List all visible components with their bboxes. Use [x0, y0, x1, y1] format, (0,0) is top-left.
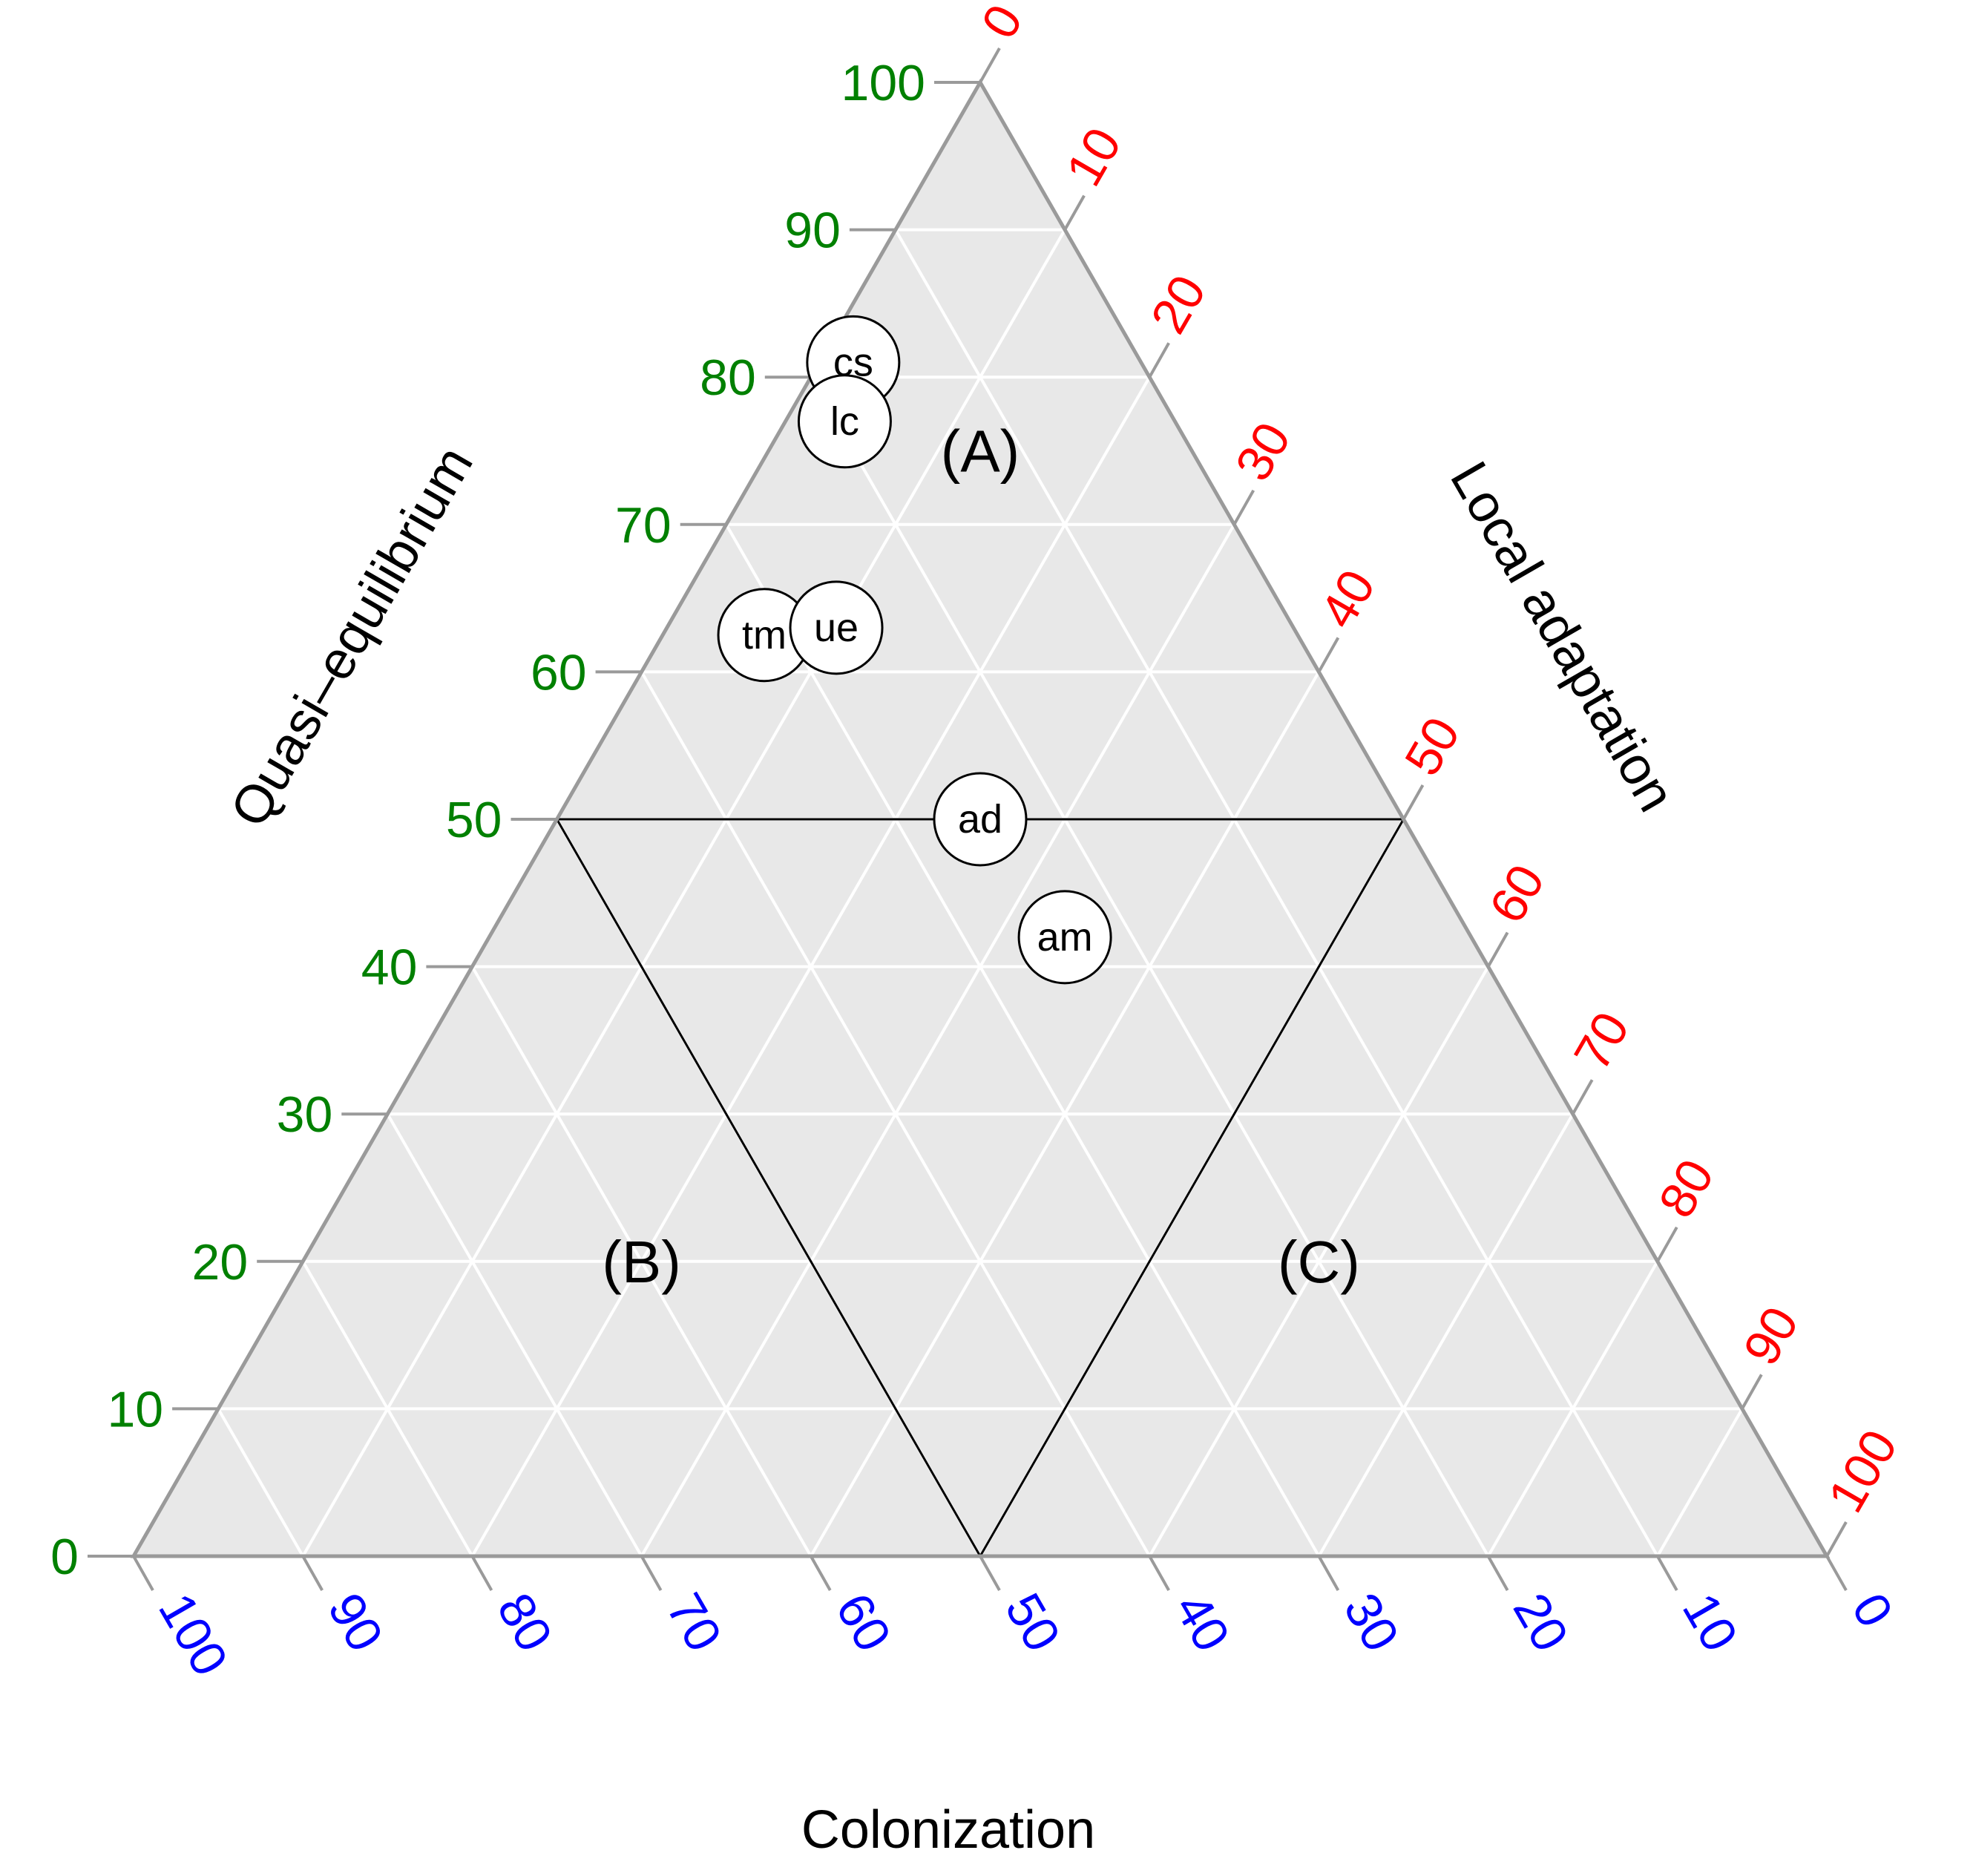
- region-label: (A): [941, 419, 1020, 485]
- bottom-axis-title: Colonization: [801, 1800, 1095, 1860]
- bottom-axis-tick: [1148, 1555, 1170, 1591]
- right-axis-tick: [1402, 784, 1425, 820]
- bottom-axis-tick: [979, 1555, 1001, 1591]
- bottom-axis-tick: [470, 1555, 493, 1591]
- bottom-axis-tick: [1317, 1555, 1340, 1591]
- left-axis-tick-label: 80: [700, 350, 756, 406]
- data-point-label: tm: [742, 613, 787, 657]
- left-axis-tick-label: 70: [615, 497, 672, 554]
- right-axis-tick-label: 80: [1648, 1150, 1725, 1227]
- data-point: lc: [797, 374, 892, 469]
- right-axis-tick-label: 10: [1055, 119, 1132, 196]
- left-axis-tick-label: 30: [277, 1086, 333, 1143]
- region-boundary-line: [979, 819, 1405, 1557]
- bottom-axis-tick-label: 30: [1333, 1584, 1410, 1662]
- grid-line: [1317, 1113, 1575, 1557]
- right-axis-tick: [1656, 1226, 1678, 1262]
- grid-line: [1148, 965, 1490, 1557]
- bottom-axis-tick-label: 0: [1841, 1584, 1904, 1637]
- bottom-axis-tick-label: 40: [1163, 1584, 1241, 1662]
- right-axis-tick-label: 100: [1817, 1420, 1908, 1521]
- right-axis-tick-label: 0: [971, 0, 1034, 47]
- grid-line: [894, 229, 1659, 1557]
- left-axis-tick-label: 10: [107, 1381, 163, 1437]
- bottom-axis-tick: [1486, 1555, 1509, 1591]
- bottom-axis-tick-label: 90: [317, 1584, 394, 1662]
- bottom-axis-tick: [640, 1555, 663, 1591]
- data-point: tm: [717, 588, 812, 683]
- bottom-axis-tick-label: 60: [825, 1584, 902, 1662]
- left-axis-tick-label: 90: [784, 203, 841, 259]
- grid-line: [470, 965, 812, 1557]
- right-axis-tick: [979, 47, 1001, 83]
- data-point: ad: [933, 772, 1028, 867]
- data-point-label: ue: [814, 606, 859, 650]
- bottom-axis-tick-label: 20: [1503, 1584, 1580, 1662]
- data-point-marker: [933, 772, 1028, 867]
- data-point-label: am: [1037, 915, 1093, 960]
- right-axis-tick: [1317, 637, 1340, 673]
- right-axis-tick-label: 50: [1394, 708, 1471, 785]
- left-axis-tick-label: 100: [841, 55, 925, 111]
- right-axis-tick: [1148, 342, 1170, 378]
- grid-line: [1486, 1260, 1659, 1557]
- right-axis-tick: [1063, 194, 1086, 231]
- bottom-axis-tick-label: 70: [656, 1584, 733, 1662]
- right-axis-tick-label: 30: [1224, 413, 1301, 491]
- left-axis-tick-label: 20: [192, 1234, 249, 1290]
- right-axis-tick: [1486, 931, 1509, 968]
- data-point-marker: [1017, 890, 1112, 985]
- region-label: (B): [602, 1229, 681, 1295]
- bottom-axis-tick: [810, 1555, 832, 1591]
- right-axis-tick-label: 70: [1563, 1003, 1641, 1080]
- bottom-axis-tick-label: 80: [486, 1584, 563, 1662]
- grid-line: [217, 1408, 304, 1557]
- right-axis-tick: [1825, 1521, 1848, 1557]
- left-axis-title: Quasi–equilibrium: [220, 436, 485, 836]
- data-point-label: ad: [958, 797, 1002, 842]
- grid-line: [301, 229, 1066, 1557]
- grid-line: [724, 523, 1321, 1557]
- left-axis-tick-label: 0: [50, 1529, 79, 1585]
- right-axis-tick-label: 20: [1140, 266, 1217, 343]
- grid-line: [386, 1113, 643, 1557]
- grid-line: [1656, 1408, 1744, 1557]
- left-axis-tick-label: 40: [361, 939, 418, 996]
- bottom-axis-tick: [1656, 1555, 1678, 1591]
- grid-line: [301, 1260, 474, 1557]
- right-axis-tick: [1741, 1374, 1763, 1410]
- right-axis-tick-label: 90: [1733, 1297, 1810, 1374]
- bottom-axis-tick-label: 100: [148, 1584, 239, 1685]
- data-point-marker: [797, 374, 892, 469]
- data-point: am: [1017, 890, 1112, 985]
- region-label: (C): [1278, 1229, 1360, 1295]
- bottom-axis-tick: [132, 1555, 154, 1591]
- data-point-marker: [789, 580, 884, 675]
- right-axis-tick: [1571, 1079, 1594, 1115]
- bottom-axis-tick: [301, 1555, 324, 1591]
- region-boundary-line: [556, 819, 982, 1557]
- left-axis-tick-label: 50: [446, 792, 502, 848]
- grid-line: [640, 523, 1236, 1557]
- bottom-axis-tick-label: 10: [1672, 1584, 1749, 1662]
- left-axis-tick-label: 60: [531, 644, 587, 701]
- right-axis-tick: [1232, 489, 1255, 525]
- right-axis-tick-label: 40: [1310, 560, 1387, 637]
- right-axis-title: Local adaptation: [1439, 452, 1687, 821]
- data-point-label: lc: [830, 399, 859, 444]
- right-axis-tick-label: 60: [1479, 856, 1556, 933]
- data-point: ue: [789, 580, 884, 675]
- bottom-axis-tick: [1825, 1555, 1848, 1591]
- bottom-axis-tick-label: 50: [994, 1584, 1071, 1662]
